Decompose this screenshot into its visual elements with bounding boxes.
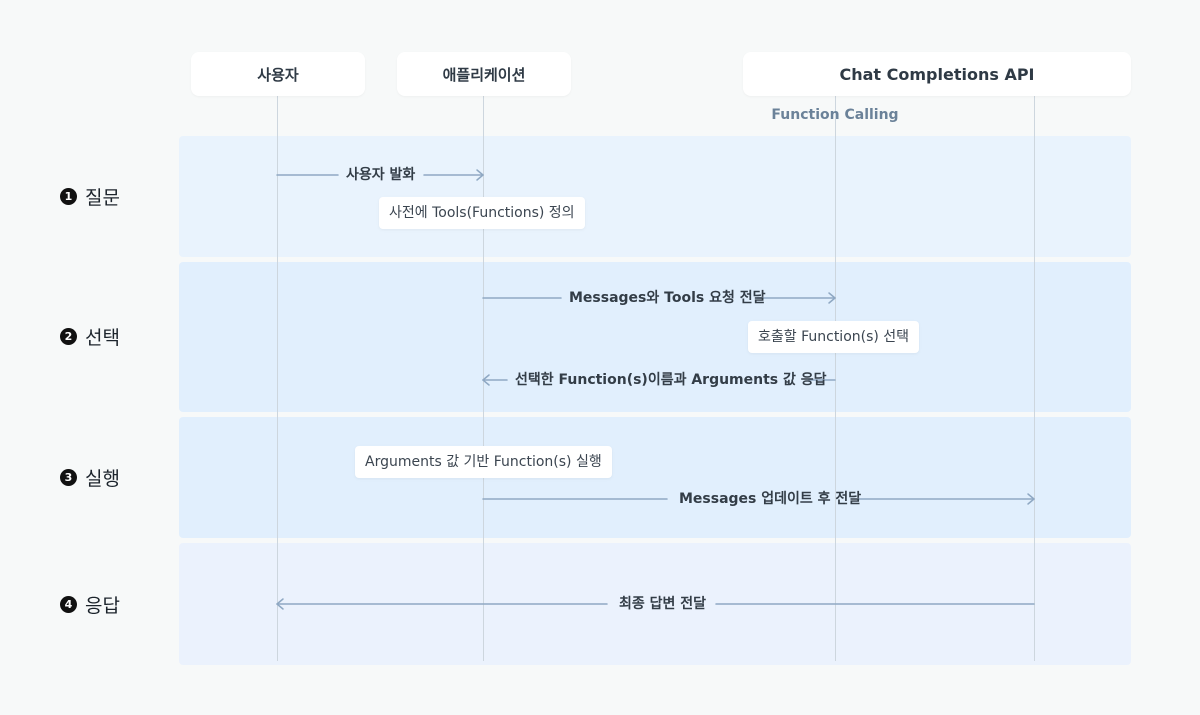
stage-band-question xyxy=(179,136,1131,257)
note-select-function: 호출할 Function(s) 선택 xyxy=(748,321,920,353)
arrowhead-right-icon xyxy=(1027,493,1035,505)
message-return-selection: 선택한 Function(s)이름과 Arguments 값 응답 xyxy=(515,372,827,388)
lifeline-app xyxy=(483,96,484,661)
stage-band-execute xyxy=(179,417,1131,538)
actor-application: 애플리케이션 xyxy=(397,52,571,96)
arrowhead-right-icon xyxy=(476,169,484,181)
stage-band-select xyxy=(179,262,1131,412)
arrowhead-left-icon xyxy=(276,598,284,610)
message-user-utterance: 사용자 발화 xyxy=(346,167,416,183)
message-send-messages-tools: Messages와 Tools 요청 전달 xyxy=(569,290,766,306)
function-calling-label: Function Calling xyxy=(771,107,899,123)
stage-label-execute: 3 실행 xyxy=(60,464,120,491)
stage-number: 3 xyxy=(60,469,77,486)
stage-number: 4 xyxy=(60,596,77,613)
stage-number: 2 xyxy=(60,328,77,345)
stage-title: 실행 xyxy=(85,468,120,490)
lifeline-api xyxy=(1034,96,1035,661)
stage-label-select: 2 선택 xyxy=(60,323,120,350)
lifeline-function-calling xyxy=(835,96,836,661)
lifeline-user xyxy=(277,96,278,661)
actor-chat-completions-api: Chat Completions API xyxy=(743,52,1131,96)
stage-label-response: 4 응답 xyxy=(60,591,120,618)
message-final-answer: 최종 답변 전달 xyxy=(619,596,707,612)
message-send-updated: Messages 업데이트 후 전달 xyxy=(679,491,862,507)
stage-label-question: 1 질문 xyxy=(60,183,120,210)
arrowhead-right-icon xyxy=(828,292,836,304)
arrowhead-left-icon xyxy=(482,374,490,386)
note-define-tools: 사전에 Tools(Functions) 정의 xyxy=(379,197,585,229)
note-execute-function: Arguments 값 기반 Function(s) 실행 xyxy=(355,446,612,478)
stage-title: 선택 xyxy=(85,327,120,349)
actor-user: 사용자 xyxy=(191,52,365,96)
stage-number: 1 xyxy=(60,188,77,205)
stage-title: 질문 xyxy=(85,187,120,209)
stage-title: 응답 xyxy=(85,595,120,617)
